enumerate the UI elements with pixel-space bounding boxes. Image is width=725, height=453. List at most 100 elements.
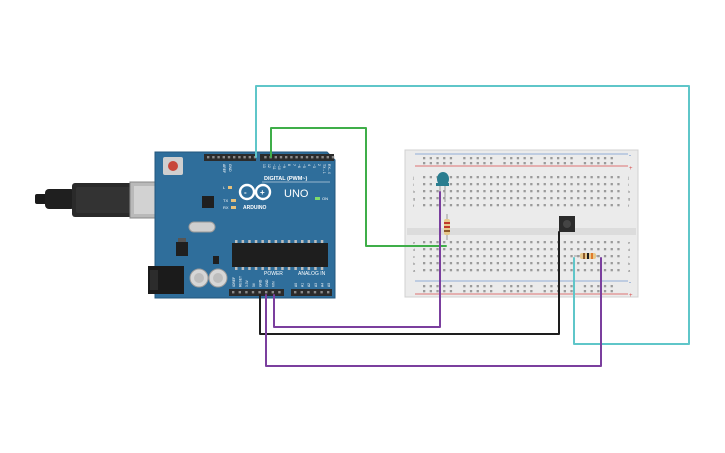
bb-rail-hole [483,157,486,160]
power-pin-label: IOREF [232,277,236,287]
bb-rail-hole [570,162,573,165]
bb-rail-hole [583,285,587,288]
plus-sign-bottom: + [629,293,633,299]
bb-hole [456,183,459,186]
pin-hole [278,291,281,294]
chip-leg [281,240,284,243]
analog-label: ANALOG IN [298,271,326,277]
bb-rail-hole [463,162,466,165]
bb-hole [577,262,580,265]
bb-hole [469,269,473,272]
bb-hole [449,269,453,272]
bb-hole [563,262,566,265]
bb-hole [503,248,506,251]
pin-hole [316,156,319,159]
bb-hole [436,190,439,193]
bb-hole [523,241,526,244]
row-letter: d [413,247,415,252]
on-led [315,197,320,200]
chip-leg [261,240,264,243]
on-label: ON [322,196,328,201]
bb-hole [423,241,426,244]
bb-hole [423,248,426,251]
bb-hole [463,269,466,272]
bb-hole [523,176,526,179]
chip-leg [307,267,311,270]
wire-purple-resistor[interactable] [265,257,602,367]
row-letter: a [628,268,631,273]
bb-rail-hole [550,285,553,288]
bb-hole [536,190,540,193]
digital-pin-label: ~10 [277,164,281,170]
bb-hole [496,176,499,179]
bb-hole [490,190,493,193]
row-letter: h [413,189,415,194]
wire-green[interactable] [270,127,447,247]
wire-purple-led[interactable] [273,191,441,328]
bb-hole [463,183,466,186]
bb-hole [456,262,459,265]
bb-hole [617,241,620,244]
resistor-led[interactable] [444,214,450,240]
bb-rail-hole [563,157,566,160]
resistor-button[interactable] [574,253,600,259]
bb-hole [429,183,432,186]
bb-hole [603,248,607,251]
pin-hole [307,291,310,294]
bb-rail-hole [570,285,573,288]
row-letter: c [413,254,415,259]
bb-hole [530,176,533,179]
row-letter: e [413,240,416,245]
wire-cyan[interactable] [255,85,690,345]
bb-rail-hole [463,285,466,288]
bb-rail-hole [476,157,479,160]
bb-hole [469,204,473,207]
row-letter: i [413,182,414,187]
bb-hole [510,204,513,207]
bb-hole [469,176,473,179]
row-letter: b [413,261,416,266]
bb-hole [443,248,446,251]
bb-rail-hole [530,157,533,160]
pin-hole [217,156,220,159]
bb-rail-hole [429,157,432,160]
bb-hole [536,262,540,265]
bb-rail-hole [449,157,453,160]
bb-hole [610,262,613,265]
bb-rail-hole [597,162,600,165]
pushbutton[interactable] [559,216,575,232]
bb-hole [583,190,587,193]
bb-hole [570,248,573,251]
bb-hole [523,269,526,272]
bb-hole [543,204,546,207]
bb-hole [570,176,573,179]
row-letter: b [628,261,631,266]
bb-hole [456,269,459,272]
bb-hole [429,248,432,251]
bb-hole [476,176,479,179]
bb-hole [483,269,486,272]
wire-black[interactable] [259,231,560,335]
bb-hole [469,241,473,244]
model-label: UNO [284,188,309,200]
bb-rail-hole [490,290,493,293]
bb-rail-hole [490,162,493,165]
bb-rail-hole [429,290,432,293]
bb-rail-hole [510,157,513,160]
bb-rail-hole [523,162,526,165]
bb-hole [550,197,553,200]
digital-pin-holes [207,156,335,159]
bb-hole [603,204,607,207]
bb-hole [550,204,553,207]
chip-leg [301,240,304,243]
pin-hole [300,156,303,159]
bb-rail-hole [443,290,446,293]
bb-hole [469,183,473,186]
bb-hole [490,183,493,186]
chip-leg [235,240,238,243]
digital-pin-label: ~6 [297,164,301,168]
digital-pin-label: 2 [317,164,321,166]
